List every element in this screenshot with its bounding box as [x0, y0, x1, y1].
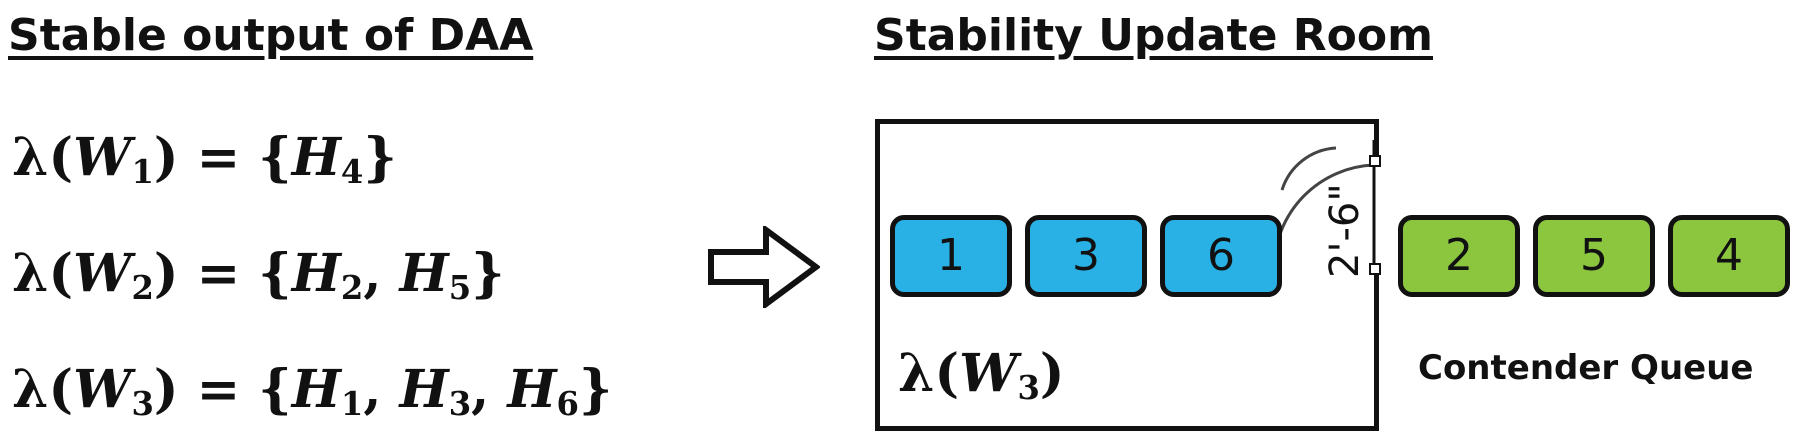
door-jamb-top — [1369, 155, 1381, 167]
right-heading: Stability Update Room — [874, 10, 1433, 61]
equation-paren-close: ) — [153, 359, 179, 420]
equation-1: λ(W1) = {H4} — [12, 127, 397, 192]
queue-tile: 2 — [1398, 215, 1520, 297]
equation-brace-close: } — [471, 243, 505, 304]
hollow-right-arrow-icon — [708, 226, 820, 308]
equation-var: W — [73, 359, 132, 420]
equation-item-sub: 6 — [556, 385, 579, 424]
equation-item-var: H — [507, 359, 557, 420]
room-label: λ(W3) — [898, 343, 1065, 408]
equation-item-sub: 3 — [448, 385, 472, 424]
room-tile: 6 — [1160, 215, 1282, 297]
equation-var: W — [73, 243, 132, 304]
equation-item-var: H — [291, 127, 341, 188]
equation-sub: 1 — [131, 153, 154, 192]
equation-3: λ(W3) = {H1, H3, H6} — [12, 359, 613, 424]
equation-separator: , — [363, 243, 400, 304]
equation-item-sub: 1 — [340, 385, 364, 424]
equation-equals: = { — [178, 243, 292, 304]
equation-equals: = { — [178, 127, 292, 188]
queue-tile: 5 — [1533, 215, 1655, 297]
equation-item-var: H — [291, 359, 341, 420]
room-tile: 1 — [890, 215, 1012, 297]
room-wall-bottom — [1374, 270, 1379, 431]
room-tile: 3 — [1025, 215, 1147, 297]
room-label-paren-open: ( — [934, 343, 960, 404]
room-label-paren-close: ) — [1039, 343, 1065, 404]
equation-paren-open: ( — [48, 127, 74, 188]
equation-item-sub: 5 — [448, 269, 472, 308]
door-dimension: 2'-6" — [1322, 183, 1368, 278]
equation-item-var: H — [399, 359, 449, 420]
equation-paren-open: ( — [48, 243, 74, 304]
equation-item-sub: 4 — [340, 153, 364, 192]
equation-var: W — [73, 127, 132, 188]
equation-lambda: λ — [12, 243, 49, 304]
queue-tile: 4 — [1668, 215, 1790, 297]
room-label-lambda: λ — [898, 343, 935, 404]
equation-sub: 3 — [131, 385, 154, 424]
room-label-var: W — [959, 343, 1018, 404]
equation-separator: , — [363, 359, 400, 420]
door-swing-icon: 2'-6" — [1272, 140, 1381, 278]
equation-2: λ(W2) = {H2, H5} — [12, 243, 505, 308]
equation-item-var: H — [399, 243, 449, 304]
door-arc-upper — [1280, 146, 1337, 191]
stability-update-room — [875, 119, 1379, 431]
equation-paren-close: ) — [153, 127, 179, 188]
contender-queue-label: Contender Queue — [1418, 348, 1754, 388]
room-wall-top — [1374, 119, 1379, 165]
left-heading: Stable output of DAA — [8, 10, 534, 61]
equation-lambda: λ — [12, 127, 49, 188]
equation-separator: , — [471, 359, 508, 420]
equation-item-sub: 2 — [340, 269, 364, 308]
equation-lambda: λ — [12, 359, 49, 420]
equation-sub: 2 — [131, 269, 154, 308]
equation-brace-close: } — [578, 359, 613, 420]
room-label-sub: 3 — [1017, 369, 1040, 408]
equation-paren-close: ) — [153, 243, 179, 304]
equation-paren-open: ( — [48, 359, 74, 420]
door-jamb-bottom — [1369, 263, 1381, 275]
equation-brace-close: } — [363, 127, 397, 188]
equation-equals: = { — [178, 359, 292, 420]
equation-item-var: H — [291, 243, 341, 304]
